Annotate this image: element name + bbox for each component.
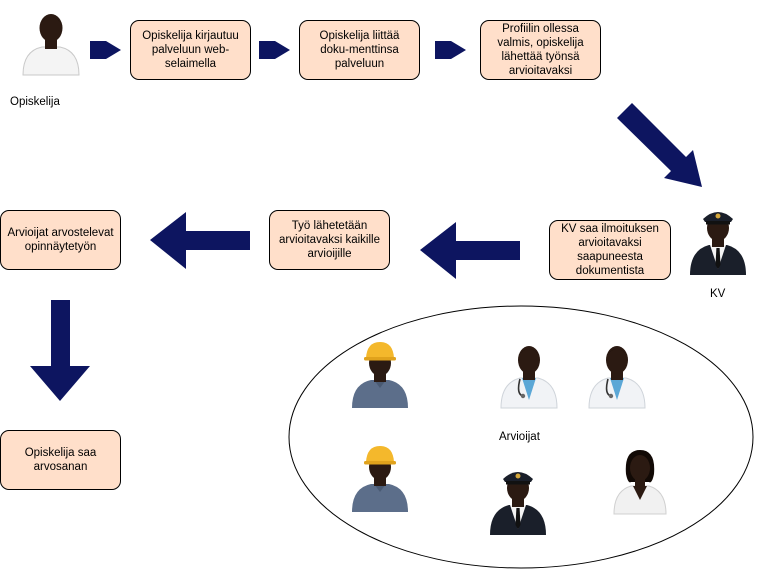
student-label: Opiskelija bbox=[10, 96, 60, 108]
kv-pilot-person-icon bbox=[690, 212, 746, 275]
arrow-attach-to-submit bbox=[435, 41, 466, 59]
step-submit-box: Profiilin ollessa valmis, opiskelija läh… bbox=[480, 20, 601, 80]
student-person-icon bbox=[22, 13, 80, 76]
step-login-box: Opiskelija kirjautuu palveluun web-selai… bbox=[130, 20, 251, 80]
step-send-box: Työ lähetetään arvioitavaksi kaikille ar… bbox=[269, 210, 390, 270]
arrow-notify-to-send bbox=[420, 222, 520, 279]
woman-person-icon bbox=[613, 449, 667, 515]
arrow-submit-to-kv bbox=[617, 103, 702, 187]
doctor-person-icon bbox=[500, 345, 558, 409]
step-evaluate-box: Arvioijat arvostelevat opinnäytetyön bbox=[0, 210, 121, 270]
worker-person-icon bbox=[352, 342, 408, 408]
kv-label: KV bbox=[710, 288, 726, 300]
evaluators-label: Arvioijat bbox=[499, 431, 540, 443]
worker-person-icon bbox=[352, 446, 408, 512]
arrow-evaluate-to-grade bbox=[30, 300, 90, 401]
step-attach-box: Opiskelija liittää doku-menttinsa palvel… bbox=[299, 20, 420, 80]
step-notify-box: KV saa ilmoituksen arvioitavaksi saapune… bbox=[549, 220, 671, 280]
pilot-person-icon bbox=[490, 472, 546, 535]
evaluators-group-ellipse bbox=[288, 305, 754, 569]
arrow-login-to-attach bbox=[259, 41, 290, 59]
arrow-send-to-evaluate bbox=[150, 212, 250, 269]
doctor-person-icon bbox=[588, 345, 646, 409]
arrow-student-to-login bbox=[90, 41, 121, 59]
step-grade-box: Opiskelija saa arvosanan bbox=[0, 430, 121, 490]
